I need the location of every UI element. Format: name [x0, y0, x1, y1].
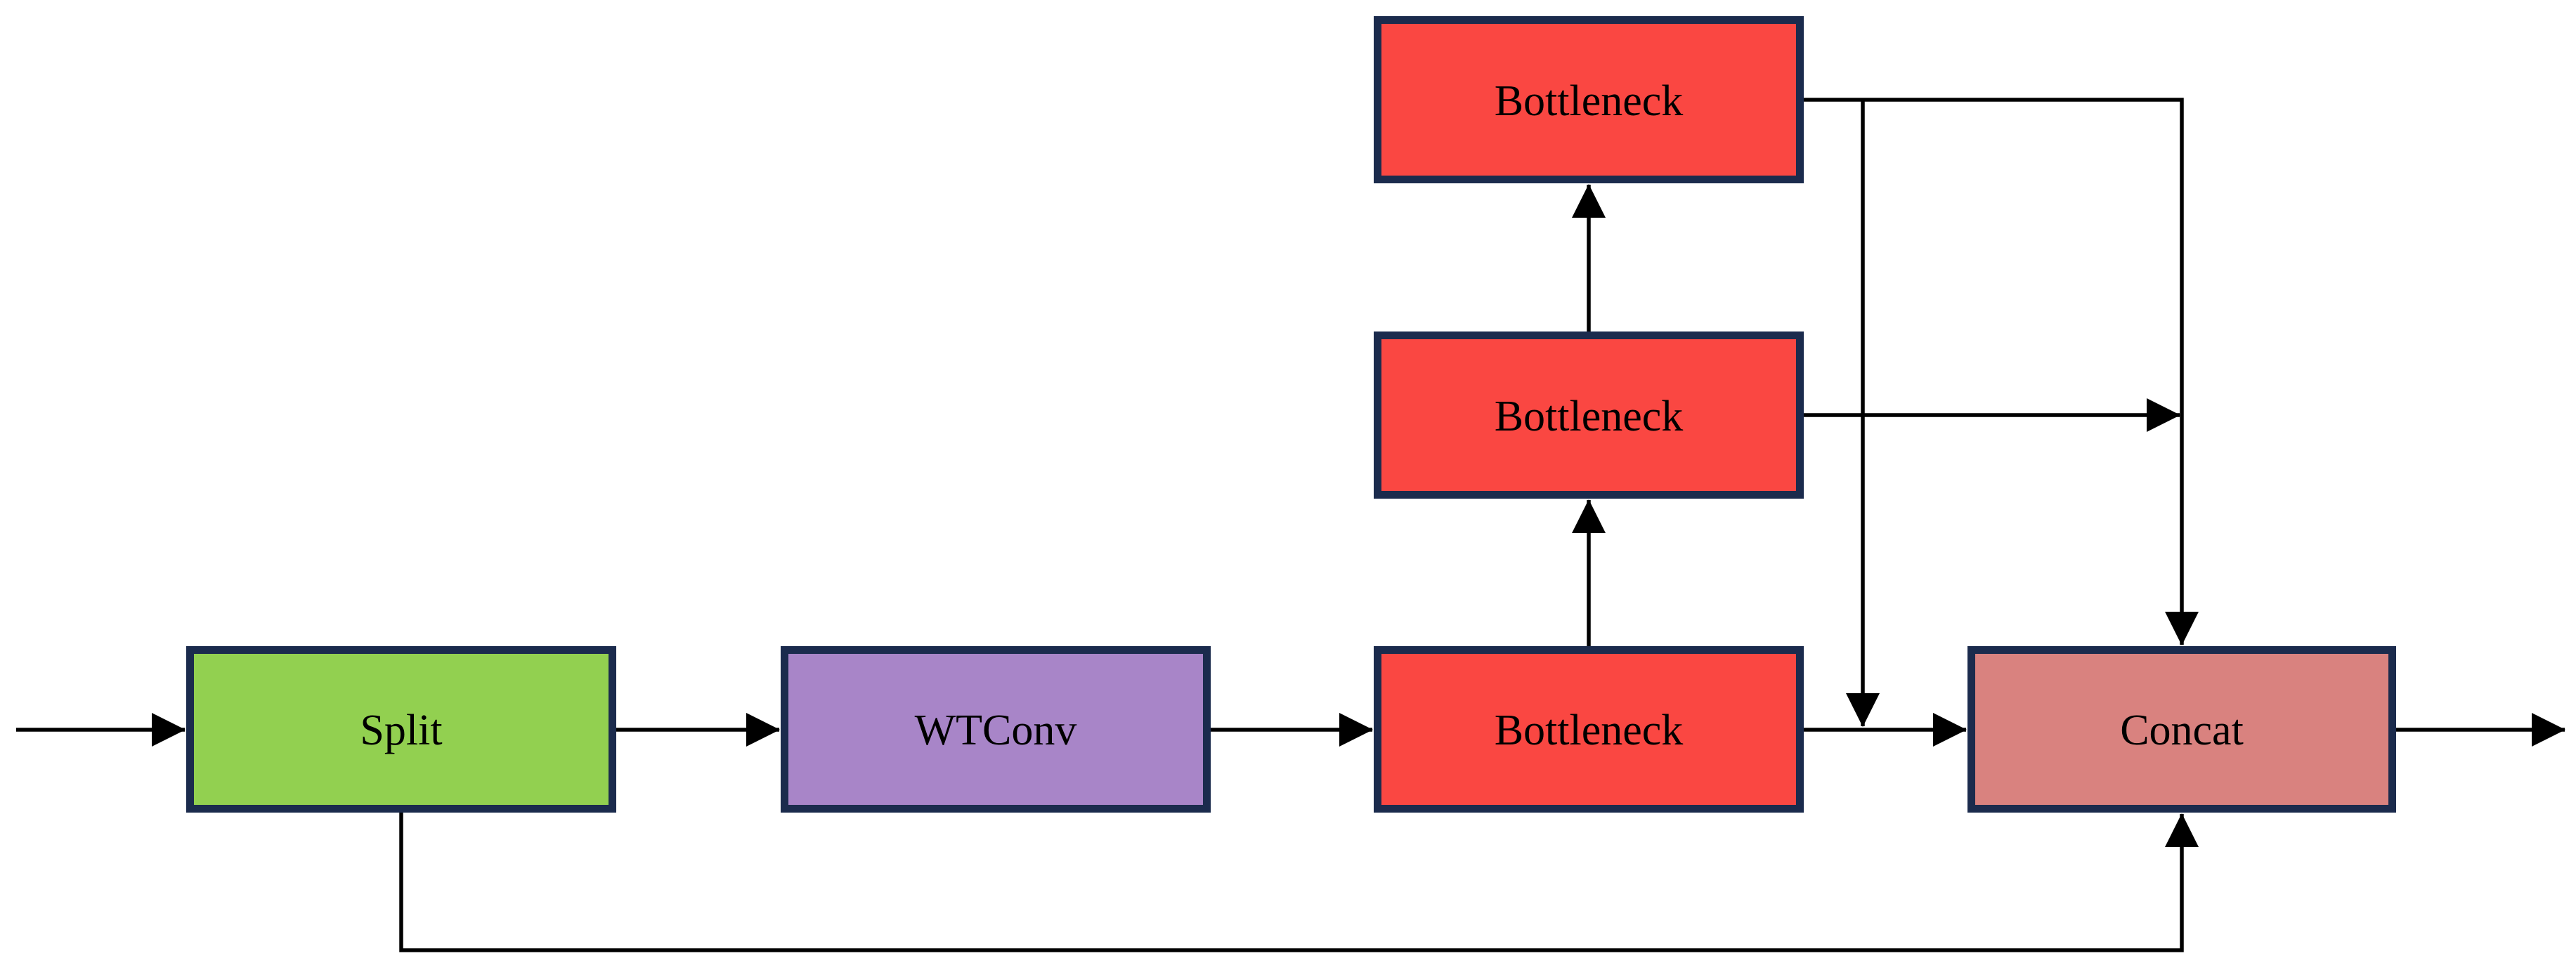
- nodes: Split WTConv Bottleneck Bottleneck Bottl…: [186, 16, 2396, 813]
- concat-label: Concat: [2120, 707, 2244, 754]
- bottleneck-middle-node: [1374, 331, 1804, 499]
- wtconv-node: [781, 646, 1211, 813]
- bottleneck-top-node: [1374, 16, 1804, 183]
- bottleneck-top-label: Bottleneck: [1495, 77, 1684, 125]
- wtconv-label: WTConv: [915, 707, 1077, 754]
- bottleneck-bottom-label: Bottleneck: [1495, 707, 1684, 754]
- concat-node: [1967, 646, 2396, 813]
- edges: [16, 98, 2565, 952]
- split-label: Split: [360, 707, 442, 754]
- line-top-bottleneck-to-concat-top: [1804, 98, 2199, 645]
- bottleneck-middle-label: Bottleneck: [1495, 393, 1684, 440]
- line-split-bypass-to-concat: [399, 813, 2199, 952]
- split-node: [186, 646, 616, 813]
- bottleneck-bottom-node: [1374, 646, 1804, 813]
